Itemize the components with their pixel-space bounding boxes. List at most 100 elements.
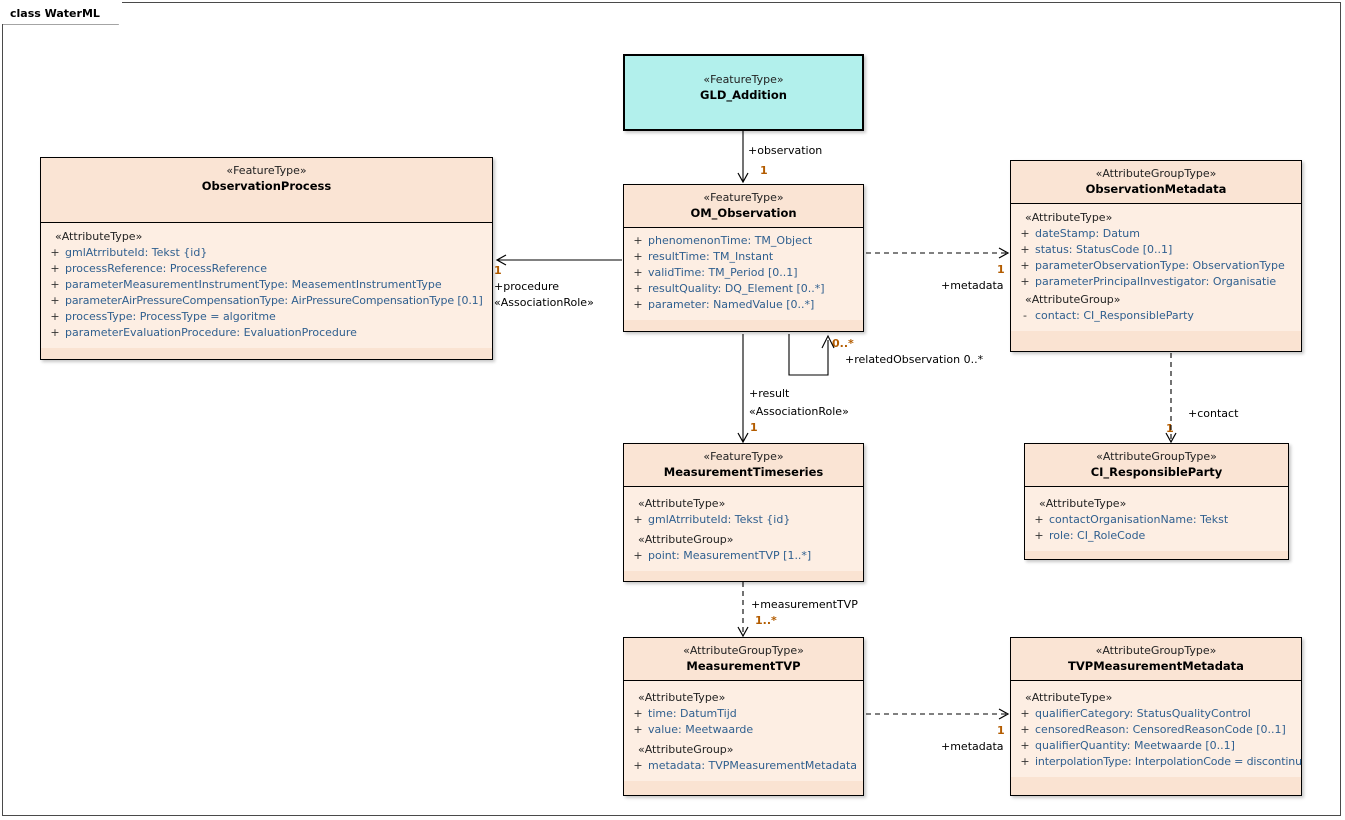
visibility: + [1020,723,1030,737]
attribute-text: parameterPrincipalInvestigator: Organisa… [1035,274,1277,288]
class-observation-metadata-stereotype: «AttributeGroupType» [1095,167,1217,180]
attribute-text: processReference: ProcessReference [65,261,267,275]
attribute-row: + qualifierQuantity: Meetwaarde [0..1] [1015,738,1297,754]
attribute-row: + time: DatumTijd [628,706,859,722]
attribute-group-label: «AttributeGroup» [1025,292,1121,306]
attribute-text: dateStamp: Datum [1035,227,1140,241]
class-measurement-timeseries-header: «FeatureType» MeasurementTimeseries [624,444,863,487]
class-measurement-tvp-name: MeasurementTVP [686,658,801,673]
class-ci-responsibleparty[interactable]: «AttributeGroupType» CI_ResponsibleParty… [1024,443,1289,560]
attribute-group-label: «AttributeType» [638,691,726,705]
connector-result-multiplicity: 1 [750,421,758,434]
attribute-group-label: «AttributeType» [1025,211,1113,225]
visibility: + [633,281,643,295]
visibility: + [633,234,643,248]
connector-result-role: +result [749,387,790,400]
attribute-group-label: «AttributeType» [1039,497,1127,511]
attribute-text: value: Meetwaarde [648,723,754,737]
attribute-row: + parameterPrincipalInvestigator: Organi… [1015,274,1297,290]
attribute-text: parameter: NamedValue [0..*] [648,297,815,311]
connector-measurementtvp-role: +measurementTVP [751,598,858,611]
class-observation-process[interactable]: «FeatureType» ObservationProcess «Attrib… [40,157,493,360]
attribute-row: + dateStamp: Datum [1015,226,1297,242]
attribute-row: + metadata: TVPMeasurementMetadata [628,758,859,774]
connector-relatedobservation-multiplicity: 0..* [832,337,854,350]
attribute-row: + role: CI_RoleCode [1029,528,1284,544]
attribute-row: + parameterAirPressureCompensationType: … [45,293,488,309]
connector-procedure-role: +procedure [494,280,560,293]
attribute-row: - contact: CI_ResponsibleParty [1015,308,1297,324]
visibility: + [1034,513,1044,527]
class-measurement-timeseries-stereotype: «FeatureType» [703,450,784,463]
visibility: + [50,293,60,307]
attribute-group-label: «AttributeType» [1025,691,1113,705]
visibility: - [1023,308,1027,322]
attribute-text: phenomenonTime: TM_Object [648,234,813,248]
attribute-text: validTime: TM_Period [0..1] [648,266,798,279]
class-observation-metadata[interactable]: «AttributeGroupType» ObservationMetadata… [1010,160,1302,352]
connector-result-stereotype: «AssociationRole» [749,405,849,418]
class-divider [1011,203,1301,205]
class-ci-responsibleparty-stereotype: «AttributeGroupType» [1096,450,1217,463]
attribute-row: + processType: ProcessType = algoritme [45,309,488,325]
attribute-text: gmlAtrributeId: Tekst {id} [65,246,208,259]
class-ci-responsibleparty-header: «AttributeGroupType» CI_ResponsibleParty [1025,444,1288,487]
visibility: + [633,250,643,264]
attribute-text: resultTime: TM_Instant [648,250,774,264]
attribute-text: metadata: TVPMeasurementMetadata [648,759,857,772]
connector-tvp-metadata-role: +metadata [941,740,1004,753]
connector-observation-role: +observation [748,144,823,157]
attribute-text: censoredReason: CensoredReasonCode [0..1… [1035,723,1286,737]
attribute-row: + value: Meetwaarde [628,722,859,738]
class-om-observation-name: OM_Observation [690,205,797,220]
attribute-text: qualifierQuantity: Meetwaarde [0..1] [1035,739,1235,752]
connector-tvp-metadata-multiplicity: 1 [997,724,1005,737]
connector-measurementtvp-multiplicity: 1..* [755,614,777,627]
class-om-observation-stereotype: «FeatureType» [703,191,784,204]
visibility: + [50,325,60,339]
class-measurement-tvp[interactable]: «AttributeGroupType» MeasurementTVP «Att… [623,637,864,796]
visibility: + [633,759,643,772]
attribute-row: + resultTime: TM_Instant [628,249,859,265]
class-measurement-timeseries-name: MeasurementTimeseries [663,464,824,479]
visibility: + [1020,739,1030,752]
connector-observation-metadata-role: +metadata [941,279,1004,292]
class-observation-process-name: ObservationProcess [201,178,332,193]
attribute-text: qualifierCategory: StatusQualityControl [1035,707,1251,721]
class-om-observation-body: + phenomenonTime: TM_Object + resultTime… [624,228,863,320]
class-divider [624,680,863,682]
class-om-observation[interactable]: «FeatureType» OM_Observation + phenomeno… [623,184,864,332]
class-observation-metadata-body: «AttributeType» + dateStamp: Datum + sta… [1011,204,1301,331]
class-ci-responsibleparty-body: «AttributeType» + contactOrganisationNam… [1025,487,1288,551]
class-measurement-timeseries[interactable]: «FeatureType» MeasurementTimeseries «Att… [623,443,864,582]
visibility: + [1020,274,1030,288]
class-gld-addition[interactable]: «FeatureType» GLD_Addition [623,54,864,131]
attribute-row: + qualifierCategory: StatusQualityContro… [1015,706,1297,722]
class-tvp-measurement-metadata-header: «AttributeGroupType» TVPMeasurementMetad… [1011,638,1301,681]
attribute-text: resultQuality: DQ_Element [0..*] [648,281,825,295]
attribute-text: time: DatumTijd [648,707,737,721]
attribute-row: + processReference: ProcessReference [45,261,488,277]
visibility: + [1020,259,1030,272]
attribute-row: + parameter: NamedValue [0..*] [628,297,859,313]
attribute-group-label: «AttributeGroup» [638,743,734,756]
visibility: + [1020,754,1030,768]
attribute-row: + point: MeasurementTVP [1..*] [628,548,859,564]
attribute-text: parameterAirPressureCompensationType: Ai… [65,293,483,307]
class-tvp-measurement-metadata[interactable]: «AttributeGroupType» TVPMeasurementMetad… [1010,637,1302,796]
class-divider [624,227,863,229]
connector-procedure-stereotype: «AssociationRole» [494,296,594,309]
attribute-row: + gmlAtrributeId: Tekst {id} [45,245,488,261]
attribute-text: status: StatusCode [0..1] [1035,243,1173,257]
attribute-row: + parameterMeasurementInstrumentType: Me… [45,277,488,293]
visibility: + [633,707,643,721]
class-measurement-tvp-body: «AttributeType» + time: DatumTijd + valu… [624,681,863,781]
visibility: + [1020,707,1030,721]
class-gld-addition-stereotype: «FeatureType» [703,73,784,86]
class-measurement-tvp-header: «AttributeGroupType» MeasurementTVP [624,638,863,681]
class-tvp-measurement-metadata-name: TVPMeasurementMetadata [1068,658,1244,673]
attribute-row: + contactOrganisationName: Tekst [1029,512,1284,528]
attribute-group-label: «AttributeType» [55,230,143,243]
class-observation-process-body: «AttributeType» + gmlAtrributeId: Tekst … [41,223,492,348]
